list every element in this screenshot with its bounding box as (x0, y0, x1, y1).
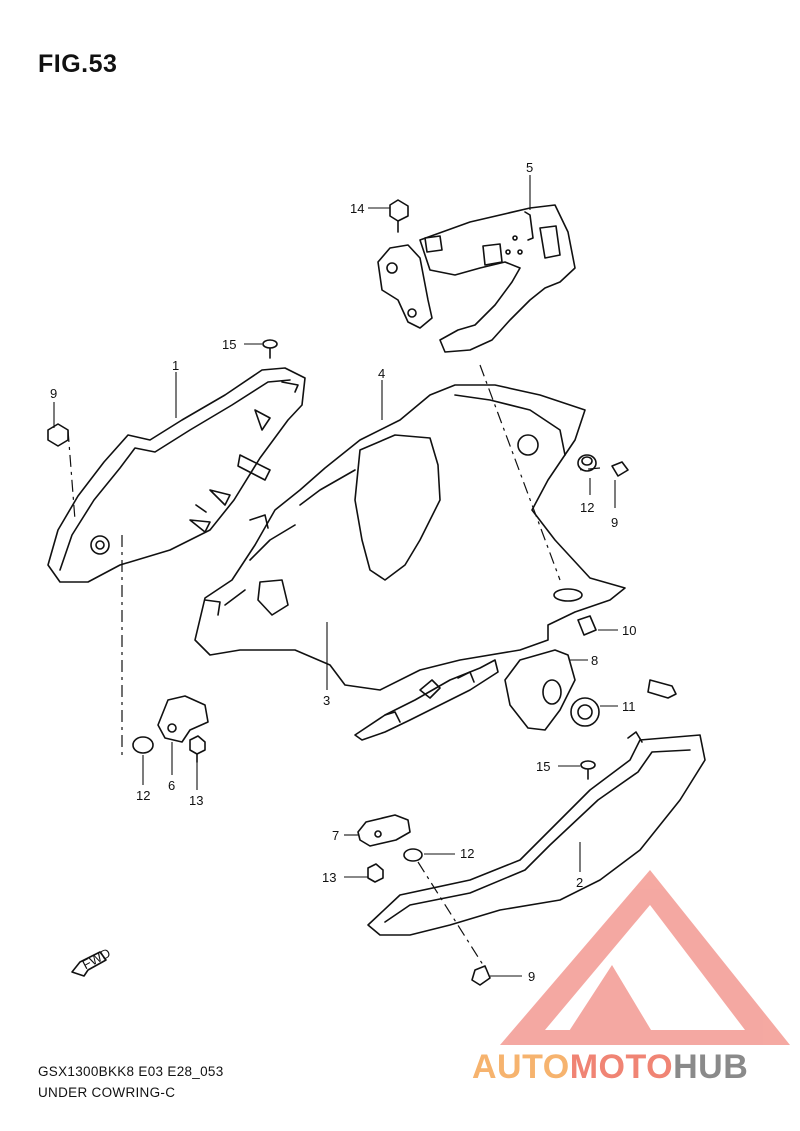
callout-7: 7 (332, 828, 339, 843)
watermark-text: AUTOMOTOHUB (472, 1048, 748, 1087)
callout-13-left: 13 (189, 793, 203, 808)
callout-12-right: 12 (580, 500, 594, 515)
callout-9-right: 9 (611, 515, 618, 530)
figure-title: FIG.53 (38, 50, 118, 78)
fwd-arrow-icon (71, 951, 107, 977)
callout-2: 2 (576, 875, 583, 890)
watermark-part-hub: HUB (673, 1048, 749, 1086)
part-6-clip-nut (157, 695, 209, 743)
fwd-label: FWD (80, 945, 113, 972)
callout-10: 10 (622, 623, 636, 638)
part-4-inner-panel (194, 384, 626, 691)
callout-8: 8 (591, 653, 598, 668)
callout-11: 11 (622, 699, 636, 714)
callout-1: 1 (172, 358, 179, 373)
watermark-part-moto: MOTO (569, 1048, 674, 1086)
section-name: UNDER COWRING-C (38, 1085, 176, 1100)
callout-15-top: 15 (222, 337, 236, 352)
callout-12-left: 12 (136, 788, 150, 803)
part-7-clip-nut (357, 814, 411, 847)
part-8-bracket (504, 649, 576, 731)
callout-13-lower: 13 (322, 870, 336, 885)
callout-4: 4 (378, 366, 385, 381)
watermark-part-auto: AUTO (472, 1048, 570, 1086)
part-5-bracket (377, 204, 576, 353)
callout-12-lower: 12 (460, 846, 474, 861)
part-3-channel (354, 659, 499, 741)
callout-3: 3 (323, 693, 330, 708)
callout-14: 14 (350, 201, 364, 216)
callout-6: 6 (168, 778, 175, 793)
callout-9-bottom: 9 (528, 969, 535, 984)
callout-labels: 5 14 15 1 4 9 12 9 10 8 3 11 15 6 12 13 … (50, 160, 636, 984)
fasteners (47, 199, 677, 986)
callout-5: 5 (526, 160, 533, 175)
part-11-grommet (570, 697, 600, 727)
part-1-left-cover (47, 367, 306, 583)
callout-9-left: 9 (50, 386, 57, 401)
part-2-lower-panel (367, 731, 706, 936)
watermark-logo (500, 870, 790, 1045)
model-code: GSX1300BKK8 E03 E28_053 (38, 1064, 224, 1079)
callout-15-bottom: 15 (536, 759, 550, 774)
part-12-grommets (132, 454, 597, 862)
